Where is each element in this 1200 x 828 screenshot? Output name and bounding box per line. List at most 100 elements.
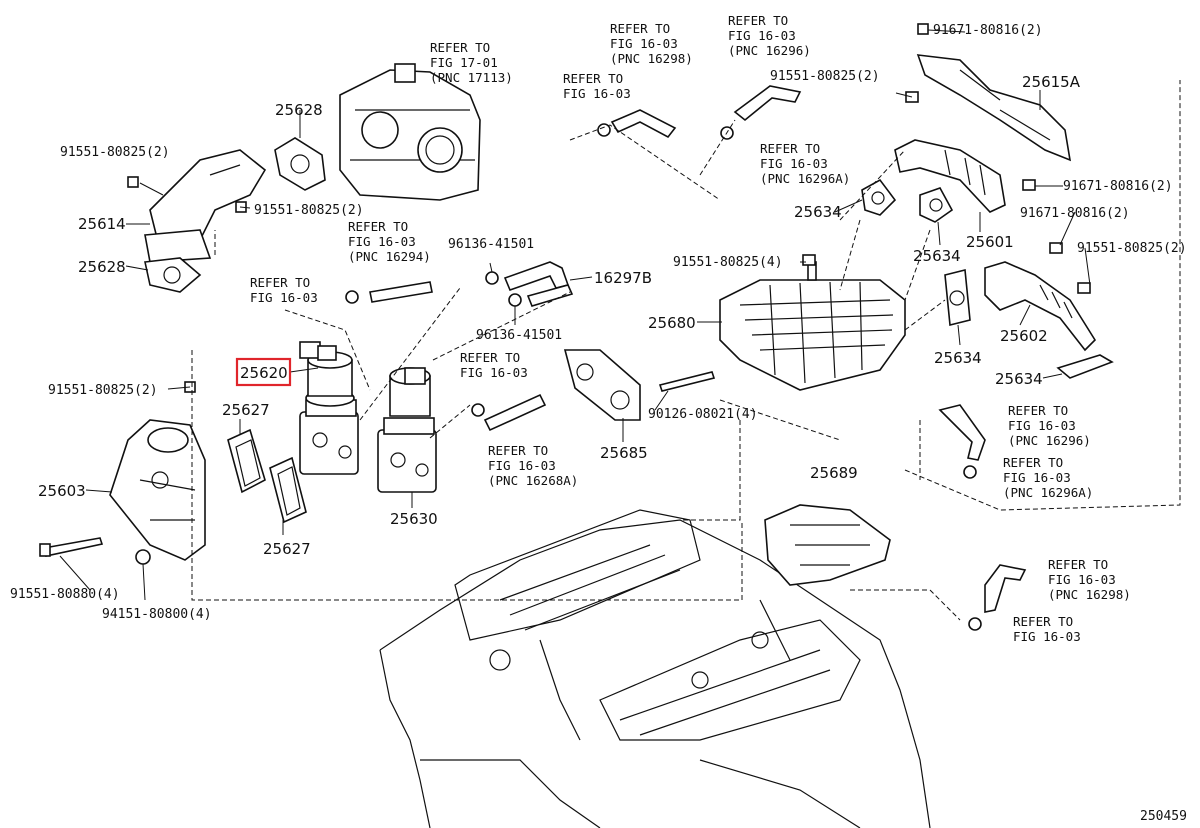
label-25627-b[interactable]: 25627	[263, 540, 311, 558]
svg-text:REFER TO: REFER TO	[430, 40, 490, 55]
svg-text:FIG 17-01: FIG 17-01	[430, 55, 498, 70]
label-25634-b[interactable]: 25634	[913, 247, 961, 265]
svg-text:REFER TO: REFER TO	[1008, 403, 1068, 418]
svg-text:REFER TO: REFER TO	[760, 141, 820, 156]
engine-block	[379, 509, 931, 828]
label-25680[interactable]: 25680	[648, 314, 696, 332]
svg-text:FIG 16-03: FIG 16-03	[250, 290, 318, 305]
diagram-id: 250459	[1140, 809, 1187, 824]
svg-text:(PNC 16268A): (PNC 16268A)	[488, 473, 578, 488]
refer-fig-16-03-left[interactable]: REFER TO FIG 16-03	[250, 275, 318, 305]
svg-text:(PNC 16296A): (PNC 16296A)	[760, 171, 850, 186]
hoses-and-clamps	[345, 85, 1027, 631]
svg-text:FIG 16-03: FIG 16-03	[728, 28, 796, 43]
refer-fig-16-03-topleft[interactable]: REFER TO FIG 16-03	[563, 71, 631, 101]
plate-25685	[563, 349, 641, 421]
leader-lines	[59, 29, 1091, 601]
gasket-25634-a	[861, 178, 897, 216]
label-25603[interactable]: 25603	[38, 482, 86, 500]
svg-text:REFER TO: REFER TO	[348, 219, 408, 234]
gasket-25634-d	[1056, 354, 1114, 379]
label-96136-41501-a[interactable]: 96136-41501	[448, 237, 534, 252]
refer-pnc-16296-right[interactable]: REFER TO FIG 16-03 (PNC 16296)	[1008, 403, 1091, 448]
label-25689[interactable]: 25689	[810, 464, 858, 482]
pipe-25601	[894, 139, 1006, 213]
refer-pnc-16298-right[interactable]: REFER TO FIG 16-03 (PNC 16298)	[1048, 557, 1131, 602]
label-91551-80825-b[interactable]: 91551-80825(2)	[254, 203, 364, 218]
label-91551-80825-e[interactable]: 91551-80825(2)	[770, 69, 880, 84]
label-96136-41501-b[interactable]: 96136-41501	[476, 328, 562, 343]
gasket-25634-c	[944, 268, 971, 327]
svg-text:REFER TO: REFER TO	[728, 13, 788, 28]
label-25634-a[interactable]: 25634	[794, 203, 842, 221]
svg-text:FIG 16-03: FIG 16-03	[760, 156, 828, 171]
label-91551-80825-a[interactable]: 91551-80825(2)	[60, 145, 170, 160]
label-25634-c[interactable]: 25634	[934, 349, 982, 367]
egr-valve-25620	[299, 341, 359, 475]
svg-text:REFER TO: REFER TO	[460, 350, 520, 365]
svg-text:(PNC 16298): (PNC 16298)	[1048, 587, 1131, 602]
svg-text:FIG 16-03: FIG 16-03	[563, 86, 631, 101]
refer-pnc-16296-top[interactable]: REFER TO FIG 16-03 (PNC 16296)	[728, 13, 811, 58]
label-90126-08021[interactable]: 90126-08021(4)	[648, 407, 758, 422]
stud-90126	[658, 371, 716, 392]
label-91551-80825-f[interactable]: 91551-80825(2)	[1077, 241, 1187, 256]
egr-cooler-25680	[719, 261, 906, 391]
refer-pnc-16294[interactable]: REFER TO FIG 16-03 (PNC 16294)	[348, 219, 431, 264]
gasket-25628-top	[274, 137, 326, 191]
label-25601[interactable]: 25601	[966, 233, 1014, 251]
svg-text:(PNC 16296A): (PNC 16296A)	[1003, 485, 1093, 500]
svg-text:(PNC 16296): (PNC 16296)	[728, 43, 811, 58]
refer-pnc-16296a-right[interactable]: REFER TO FIG 16-03 (PNC 16296A)	[1003, 455, 1093, 500]
heat-shield-25689	[764, 504, 891, 586]
svg-text:(PNC 16296): (PNC 16296)	[1008, 433, 1091, 448]
svg-text:REFER TO: REFER TO	[1003, 455, 1063, 470]
label-16297b[interactable]: 16297B	[594, 269, 652, 287]
svg-text:REFER TO: REFER TO	[610, 21, 670, 36]
svg-text:(PNC 16294): (PNC 16294)	[348, 249, 431, 264]
part-number-labels: 25620 25628 25614 25628 25603 25627 2562…	[38, 73, 1081, 558]
refer-pnc-16296a-top[interactable]: REFER TO FIG 16-03 (PNC 16296A)	[760, 141, 850, 186]
label-91671-80816-a[interactable]: 91671-80816(2)	[933, 23, 1043, 38]
svg-text:FIG 16-03: FIG 16-03	[1013, 629, 1081, 644]
gasket-25627-b	[269, 456, 307, 524]
svg-text:REFER TO: REFER TO	[563, 71, 623, 86]
label-25630[interactable]: 25630	[390, 510, 438, 528]
label-91671-80816-c[interactable]: 91671-80816(2)	[1020, 206, 1130, 221]
label-91551-80825-d[interactable]: 91551-80825(4)	[673, 255, 783, 270]
label-91551-80825-c[interactable]: 91551-80825(2)	[48, 383, 158, 398]
svg-text:(PNC 16298): (PNC 16298)	[610, 51, 693, 66]
refer-pnc-16268a[interactable]: REFER TO FIG 16-03 (PNC 16268A)	[488, 443, 578, 488]
cover-25615a	[916, 54, 1072, 162]
gasket-25634-b	[919, 187, 954, 223]
refer-callouts: REFER TO FIG 17-01 (PNC 17113) REFER TO …	[250, 13, 1131, 644]
label-25602[interactable]: 25602	[1000, 327, 1048, 345]
gasket-25628-left	[144, 257, 202, 293]
label-25620[interactable]: 25620	[240, 364, 288, 382]
label-25627-a[interactable]: 25627	[222, 401, 270, 419]
svg-text:FIG 16-03: FIG 16-03	[348, 234, 416, 249]
refer-pnc-16298-top[interactable]: REFER TO FIG 16-03 (PNC 16298)	[610, 21, 693, 66]
label-25614[interactable]: 25614	[78, 215, 126, 233]
refer-fig-16-03-bottomright[interactable]: REFER TO FIG 16-03	[1013, 614, 1081, 644]
dashed-lines	[191, 80, 1181, 621]
throttle-body	[339, 63, 481, 201]
label-25685[interactable]: 25685	[600, 444, 648, 462]
gasket-25627-a	[227, 428, 266, 494]
label-91671-80816-b[interactable]: 91671-80816(2)	[1063, 179, 1173, 194]
label-25628-top[interactable]: 25628	[275, 101, 323, 119]
svg-text:FIG 16-03: FIG 16-03	[1048, 572, 1116, 587]
label-25634-d[interactable]: 25634	[995, 370, 1043, 388]
label-94151-80800[interactable]: 94151-80800(4)	[102, 607, 212, 622]
refer-fig-17-01[interactable]: REFER TO FIG 17-01 (PNC 17113)	[430, 40, 513, 85]
svg-text:FIG 16-03: FIG 16-03	[488, 458, 556, 473]
svg-text:REFER TO: REFER TO	[1048, 557, 1108, 572]
svg-text:REFER TO: REFER TO	[488, 443, 548, 458]
label-25628-left[interactable]: 25628	[78, 258, 126, 276]
refer-fig-16-03-mid[interactable]: REFER TO FIG 16-03	[460, 350, 528, 380]
pipe-25614	[144, 149, 267, 263]
svg-text:REFER TO: REFER TO	[250, 275, 310, 290]
label-91551-80880[interactable]: 91551-80880(4)	[10, 587, 120, 602]
label-25615a[interactable]: 25615A	[1022, 73, 1081, 91]
